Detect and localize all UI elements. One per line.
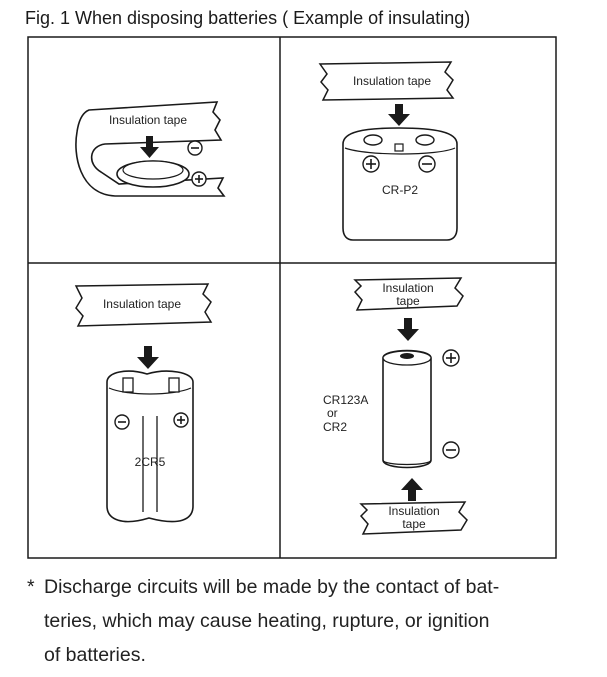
panel-cr-p2: Insulation tape CR-P2	[318, 61, 458, 241]
panel-cr123a: Insulation tape CR123A or CR2 Insulation…	[323, 277, 468, 535]
cr123a-top-tape	[353, 277, 464, 311]
cr-p2-arrow-icon	[388, 104, 410, 126]
cr-p2-tape	[318, 61, 455, 101]
cr123a-top-tape-label-line2: tape	[396, 294, 420, 308]
2cr5-tape	[74, 283, 213, 327]
cr-p2-top-rim	[344, 147, 456, 155]
2cr5-battery	[106, 370, 194, 523]
coin-minus-icon	[187, 140, 203, 156]
cr123a-bottom-tape-label-line2: tape	[402, 517, 426, 531]
cr123a-positive-button	[400, 353, 414, 359]
cr123a-label-line3: CR2	[323, 420, 347, 434]
panel-coin-cell: Insulation tape	[75, 101, 226, 197]
tape-wrap-shape	[75, 101, 226, 197]
figure-title: Fig. 1 When disposing batteries ( Exampl…	[25, 8, 471, 28]
cr123a-top-tape-label-line1: Insulation	[382, 281, 433, 295]
cr-p2-terminal-right	[415, 134, 435, 146]
cr123a-top-arrow-icon	[397, 318, 419, 341]
footnote-line-2: teries, which may cause heating, rupture…	[44, 610, 490, 632]
cr-p2-tape-label: Insulation tape	[353, 74, 431, 88]
footnote-line-1: Discharge circuits will be made by the c…	[44, 576, 500, 598]
2cr5-terminal-left	[122, 377, 134, 393]
panel-2cr5: Insulation tape 2CR5	[74, 283, 213, 523]
cr123a-minus-icon	[442, 441, 460, 459]
figure-canvas: Insulation tape Insulation tape	[27, 36, 557, 559]
2cr5-top-rim	[108, 387, 192, 395]
cr-p2-minus-icon	[418, 155, 436, 173]
cr-p2-plus-icon	[362, 155, 380, 173]
cr123a-plus-icon	[442, 349, 460, 367]
footnote-line-3: of batteries.	[44, 644, 146, 666]
2cr5-terminal-right	[168, 377, 180, 393]
cr123a-bottom-tape	[359, 501, 468, 535]
coin-tape-label: Insulation tape	[109, 113, 187, 127]
coin-arrow-icon	[140, 136, 159, 158]
footnote: * Discharge circuits will be made by the…	[27, 570, 572, 672]
figure-frame	[27, 36, 557, 559]
2cr5-battery-label: 2CR5	[135, 455, 166, 469]
2cr5-tape-label: Insulation tape	[103, 297, 181, 311]
cr123a-battery	[382, 349, 432, 469]
footnote-marker: *	[27, 576, 35, 598]
cr123a-label-line1: CR123A	[323, 393, 368, 407]
cr-p2-notch	[394, 143, 404, 152]
battery-insulation-figure: Insulation tape Insulation tape	[27, 36, 557, 559]
coin-plus-icon	[191, 171, 207, 187]
cr123a-label-line2: or	[327, 406, 338, 420]
2cr5-plus-icon	[173, 412, 189, 428]
cr-p2-terminal-left	[363, 134, 383, 146]
2cr5-minus-icon	[114, 414, 130, 430]
cr123a-bottom-arrow-icon	[401, 478, 423, 501]
cr123a-bottom-edge	[382, 459, 432, 466]
coin-cell-top	[122, 160, 184, 180]
2cr5-arrow-icon	[137, 346, 159, 369]
cr123a-bottom-tape-label-line1: Insulation	[388, 504, 439, 518]
cr-p2-battery-label: CR-P2	[382, 183, 418, 197]
